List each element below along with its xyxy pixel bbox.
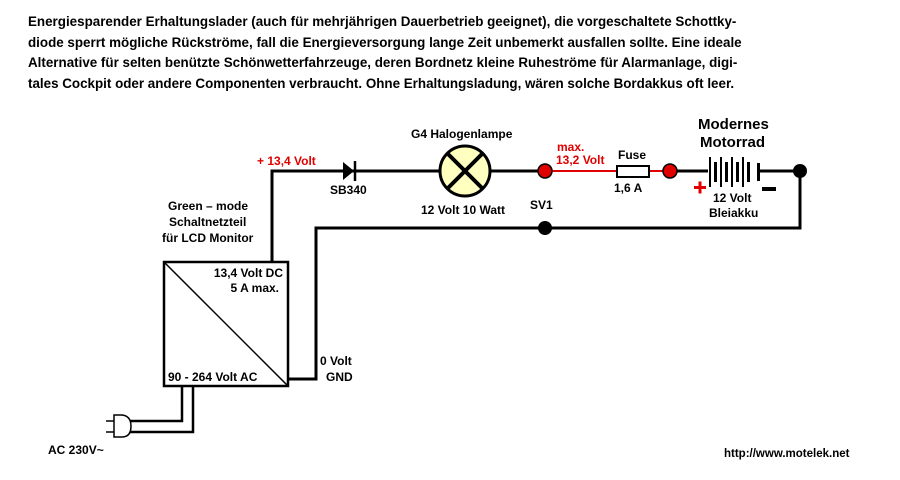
motorrad-line-2: Motorrad — [700, 134, 765, 151]
terminal-battery-minus — [793, 164, 807, 178]
terminal-sv1-minus — [538, 221, 552, 235]
max-label: max. — [557, 140, 585, 154]
max-voltage-label: 13,2 Volt — [556, 153, 605, 167]
positive-wire — [270, 169, 440, 262]
psu-label-2: Schaltnetzteil — [169, 215, 247, 229]
mains-cable — [130, 386, 195, 434]
intro-text: Energiesparender Erhaltungslader (auch f… — [28, 12, 888, 94]
gnd-label-1: 0 Volt — [320, 354, 352, 368]
battery-voltage: 12 Volt — [713, 191, 752, 205]
battery-icon — [694, 157, 776, 194]
ground-wire — [288, 171, 802, 381]
intro-line: diode sperrt mögliche Rückströme, fall d… — [28, 34, 742, 50]
psu-label-3: für LCD Monitor — [162, 231, 254, 245]
motorrad-line-1: Modernes — [698, 116, 769, 133]
intro-line: Alternative für selten benützte Schönwet… — [28, 55, 738, 70]
fuse-icon — [616, 165, 650, 178]
plus-voltage-label: + 13,4 Volt — [257, 154, 316, 168]
fuse-title: Fuse — [618, 148, 647, 162]
website-link[interactable]: http://www.motelek.net — [724, 448, 850, 460]
battery-type: Bleiakku — [709, 206, 759, 220]
fuse-rating: 1,6 A — [614, 181, 643, 195]
gnd-label-2: GND — [326, 370, 353, 384]
diode-icon — [343, 161, 357, 181]
terminal-battery-plus — [662, 163, 678, 179]
diode-label: SB340 — [330, 183, 367, 197]
ac-label: AC 230V~ — [48, 443, 104, 457]
lamp-rating: 12 Volt 10 Watt — [421, 203, 506, 217]
intro-line: Energiesparender Erhaltungslader (auch f… — [28, 14, 737, 29]
intro-line: tales Cockpit oder andere Componenten ve… — [28, 75, 735, 91]
terminal-sv1-plus — [537, 163, 553, 179]
lamp-title: G4 Halogenlampe — [411, 127, 513, 141]
psu-label-1: Green – mode — [168, 199, 249, 213]
plug-icon — [106, 414, 132, 438]
power-supply-icon — [162, 260, 290, 388]
psu-output-current: 5 A max. — [230, 281, 279, 295]
psu-output-voltage: 13,4 Volt DC — [213, 266, 283, 280]
sv1-label: SV1 — [530, 198, 553, 212]
lamp-icon — [438, 144, 492, 198]
psu-input-voltage: 90 - 264 Volt AC — [168, 370, 258, 384]
